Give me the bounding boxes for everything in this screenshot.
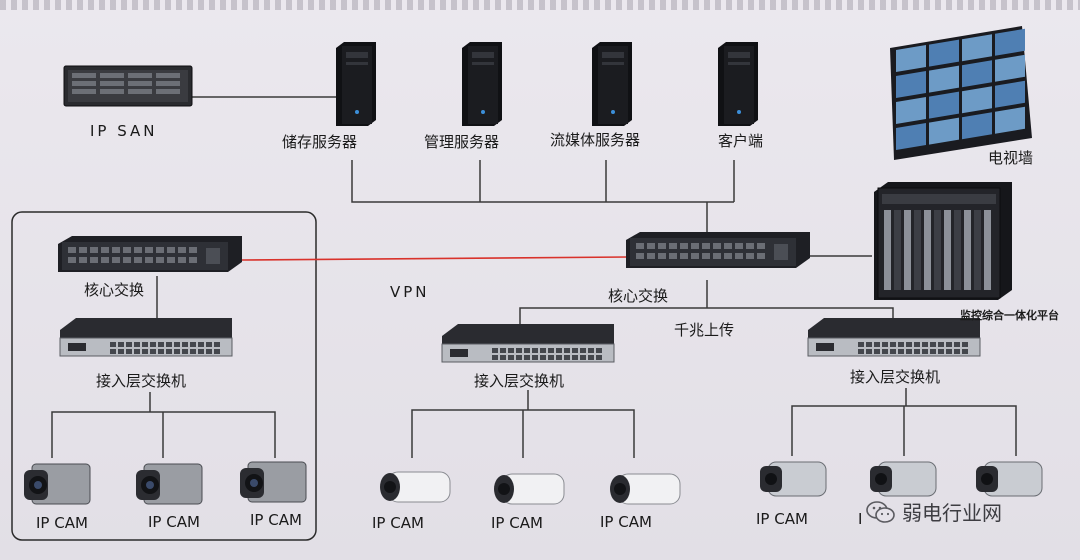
label-storage-server: 储存服务器 xyxy=(282,133,358,151)
ip-camera-9-icon xyxy=(976,461,1043,497)
ip-camera-8-icon xyxy=(870,461,937,497)
label-cam-4: IP CAM xyxy=(372,514,424,532)
management-server-icon xyxy=(462,42,502,126)
label-cam-5: IP CAM xyxy=(491,514,543,532)
label-cam-3: IP CAM xyxy=(250,511,302,529)
vpn-link xyxy=(241,256,629,261)
core-switch-left-icon xyxy=(58,236,242,272)
ip-camera-6-icon xyxy=(610,473,681,505)
label-cam-2: IP CAM xyxy=(148,513,200,531)
label-vpn: VPN xyxy=(390,283,430,301)
client-pc-icon xyxy=(718,42,758,126)
label-cam-7: IP CAM xyxy=(756,510,808,528)
access-switch-center-icon xyxy=(441,324,615,363)
label-cam-6: IP CAM xyxy=(600,513,652,531)
label-platform: 监控综合一体化平台 xyxy=(960,309,1059,322)
top-dashed-border xyxy=(0,0,1080,10)
label-access-switch-3: 接入层交换机 xyxy=(850,368,941,386)
access-switch-left-icon xyxy=(59,318,233,357)
label-gigabit-uplink: 千兆上传 xyxy=(674,321,735,339)
ip-camera-5-icon xyxy=(494,473,565,505)
label-cam-8: I xyxy=(858,510,863,528)
ip-camera-3-icon xyxy=(240,461,307,503)
ip-camera-4-icon xyxy=(380,471,451,503)
label-cam-1: IP CAM xyxy=(36,514,88,532)
label-access-switch-1: 接入层交换机 xyxy=(96,372,187,390)
ip-camera-1-icon xyxy=(24,463,91,505)
ip-camera-2-icon xyxy=(136,463,203,505)
label-video-wall: 电视墙 xyxy=(988,149,1034,167)
label-core-switch-left: 核心交换 xyxy=(84,281,145,299)
local-site-frame xyxy=(11,211,317,541)
platform-chassis-icon xyxy=(874,182,1012,300)
label-streaming-server: 流媒体服务器 xyxy=(550,131,641,149)
label-core-switch-center: 核心交换 xyxy=(608,287,669,305)
label-client: 客户端 xyxy=(718,132,764,150)
storage-server-icon xyxy=(336,42,376,126)
video-wall-icon xyxy=(890,26,1032,160)
watermark-text: 弱电行业网 xyxy=(902,501,1002,525)
access-switch-right-icon xyxy=(807,318,981,357)
label-management-server: 管理服务器 xyxy=(424,133,500,151)
label-ip-san: IP SAN xyxy=(90,122,158,140)
ip-san-storage-icon xyxy=(63,65,193,107)
ip-camera-7-icon xyxy=(760,461,827,497)
core-switch-center-icon xyxy=(626,232,810,268)
streaming-server-icon xyxy=(592,42,632,126)
wechat-icon xyxy=(866,501,895,523)
label-access-switch-2: 接入层交换机 xyxy=(474,372,565,390)
